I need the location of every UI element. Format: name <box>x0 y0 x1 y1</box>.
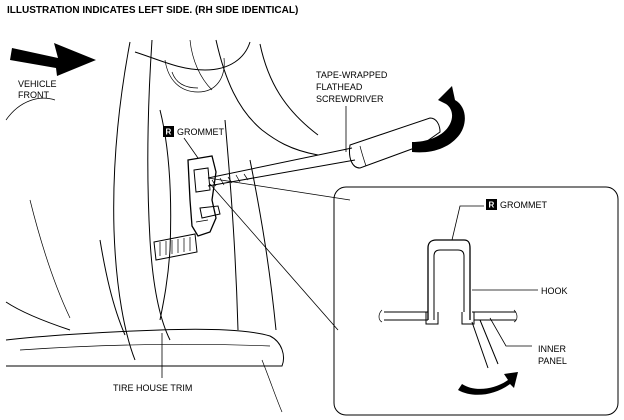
r-badge-main <box>163 126 174 137</box>
r-badge-detail <box>486 199 497 210</box>
detail-leader-top <box>207 177 351 201</box>
inner-panel-label-line2: PANEL <box>538 356 567 366</box>
vehicle-front-arrow-icon <box>10 43 96 76</box>
grommet-clip-main <box>187 155 221 237</box>
r-badge-detail-text: R <box>489 201 495 210</box>
detail-screwdriver-tip <box>471 319 499 369</box>
tool-label-line1: TAPE-WRAPPED <box>316 70 388 80</box>
screwdriver-icon <box>207 117 441 187</box>
tool-label-line2: FLATHEAD <box>316 82 363 92</box>
detail-grommet <box>425 239 475 325</box>
body-panel-outline <box>5 39 319 361</box>
vehicle-front-label-line2: FRONT <box>18 90 49 100</box>
tool-label-line3: SCREWDRIVER <box>316 94 384 104</box>
header-text: ILLUSTRATION INDICATES LEFT SIDE. (RH SI… <box>7 5 298 16</box>
detail-panel <box>378 309 518 323</box>
hook-label: HOOK <box>541 286 568 296</box>
detail-rotation-arrow-icon <box>458 372 518 395</box>
rotation-arrow-icon <box>412 86 465 153</box>
grommet-main-label: GROMMET <box>177 127 224 137</box>
inner-panel-leader <box>489 317 532 347</box>
connector-block <box>153 233 198 261</box>
inner-panel-label-line1: INNER <box>538 344 567 354</box>
r-badge-main-text: R <box>166 128 172 137</box>
grommet-main-leader <box>183 137 199 159</box>
grommet-detail-leader <box>451 205 484 241</box>
detail-callout-box <box>333 186 619 416</box>
grommet-detail-label: GROMMET <box>500 200 547 210</box>
detail-leader-bottom <box>209 183 339 331</box>
vehicle-front-label-line1: VEHICLE <box>18 79 57 89</box>
tire-house-trim <box>5 328 284 413</box>
tire-house-trim-label: TIRE HOUSE TRIM <box>113 383 192 393</box>
